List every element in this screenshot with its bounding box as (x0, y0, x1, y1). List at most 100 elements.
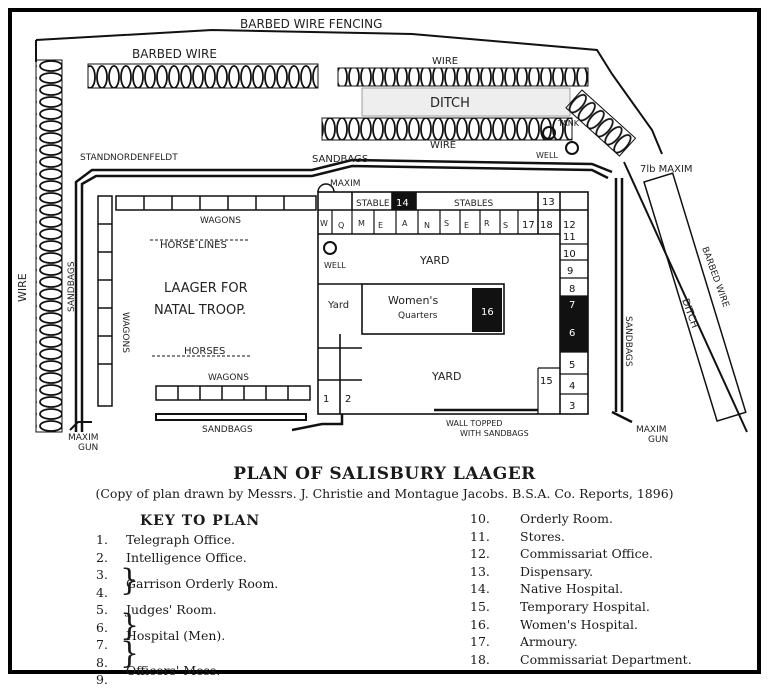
wagons-top (115, 195, 317, 211)
plan-title: PLAN OF SALISBURY LAAGER (233, 464, 536, 484)
laager-plan: BARBED WIRE FENCING BARBED WIRE WIRE DIT… (16, 17, 748, 453)
tank-icon (542, 126, 556, 140)
key-item-label: Intelligence Office. (126, 549, 247, 565)
label-barbed-wire: BARBED WIRE (132, 47, 217, 61)
room-number-12: 12 (563, 220, 576, 231)
sandbag-perimeter (74, 158, 633, 432)
store-letter: S (503, 221, 508, 230)
room-number-10: 10 (563, 249, 576, 260)
label-maxim-gun-right-2: GUN (648, 435, 668, 445)
room-number-8: 8 (569, 284, 575, 295)
key-item-label: Native Hospital. (520, 581, 624, 597)
key-item: 3. (96, 567, 126, 582)
label-ditch-right: DITCH (679, 297, 700, 330)
key-item: 9.Officers' Mess. (96, 663, 220, 687)
key-item-label: Garrison Orderly Room. (126, 575, 279, 591)
store-letter: E (464, 221, 469, 230)
label-sandbags-top: SANDBAGS (312, 154, 368, 165)
barbed-wire-coil-top-right (337, 67, 589, 87)
hospital-men-rooms (560, 296, 588, 352)
key-item: 15.Temporary Hospital. (470, 599, 650, 614)
key-item-label: Judges' Room. (126, 602, 217, 617)
room-number-14: 14 (396, 198, 409, 209)
label-stand: STAND (80, 153, 110, 163)
brace-8-9: } (120, 636, 140, 671)
key-item: 2. Intelligence Office. (96, 549, 247, 565)
label-yard-left: Yard (327, 300, 349, 311)
room-number-7: 7 (569, 300, 575, 311)
key-item-label: Temporary Hospital. (520, 599, 650, 614)
room-number-9: 9 (567, 266, 573, 277)
store-row (331, 210, 519, 234)
key-item-label: Orderly Room. (520, 511, 613, 526)
key-item: 12.Commissariat Office. (470, 546, 653, 561)
room-number-2: 2 (345, 394, 351, 405)
label-wagons-top: WAGONS (200, 216, 241, 226)
key-item-label: Officers' Mess. (126, 663, 221, 678)
label-yard-bottom: YARD (431, 370, 462, 383)
label-wagons-bottom: WAGONS (208, 373, 249, 383)
store-letter: W (320, 219, 328, 228)
wagons-bottom (155, 385, 311, 401)
label-horse-lines: HORSE LINES (160, 240, 227, 251)
room-number-3: 3 (569, 401, 575, 412)
label-sandbags-left: SANDBAGS (67, 261, 77, 312)
label-tank: TANK (557, 119, 580, 128)
label-sandbags-bottom: SANDBAGS (202, 425, 253, 435)
well-icon-mid (323, 241, 337, 255)
label-horses: HORSES (184, 346, 225, 357)
label-maxim-top: MAXIM (330, 179, 361, 189)
label-stable: STABLE (356, 199, 390, 209)
maxim-gun-left (69, 421, 92, 431)
key-item: 14.Native Hospital. (470, 581, 623, 596)
label-yard-top: YARD (419, 254, 450, 267)
key-item-label: Armoury. (520, 634, 578, 650)
key-item-number: 18. (470, 651, 490, 667)
key-item: 17.Armoury. (470, 634, 578, 649)
label-well-mid: WELL (324, 261, 346, 270)
key-item-label: Women's Hospital. (520, 616, 638, 632)
wagons-left (97, 195, 113, 407)
label-barbed-wire-fencing: BARBED WIRE FENCING (240, 17, 382, 31)
barbed-wire-coil-corner (565, 89, 637, 157)
key-item-number: 4. (96, 584, 108, 600)
native-hospital-room (392, 192, 416, 210)
key-item-label: Commissariat Department. (520, 651, 692, 667)
room-number-18: 18 (540, 220, 553, 231)
key-item: 4. Garrison Orderly Room. (96, 576, 278, 600)
key-item-number: 10. (470, 511, 490, 526)
room-number-6: 6 (569, 328, 575, 339)
store-letter: M (358, 219, 365, 228)
room-number-5: 5 (569, 360, 575, 371)
label-7lb-maxim: 7lb MAXIM (640, 164, 693, 175)
key-item: 16. Women's Hospital. (470, 616, 638, 632)
store-letter: Q (338, 221, 344, 230)
key-item-label: Telegraph Office. (126, 532, 236, 547)
key-item-label: Stores. (520, 528, 565, 544)
label-maxim-gun-left-2: GUN (78, 443, 98, 453)
key-item-number: 16. (470, 616, 490, 632)
womens-quarters-block (318, 283, 505, 414)
key-item: 11. Stores. (470, 528, 565, 544)
key-item: 13.Dispensary. (470, 564, 593, 579)
brace-6-7: } (120, 608, 140, 643)
brace-3-4: } (120, 563, 140, 598)
key-heading: KEY TO PLAN (140, 513, 261, 529)
key-item-number: 11. (470, 528, 490, 544)
label-wall-1: WALL TOPPED (446, 419, 502, 428)
key-item-number: 6. (96, 619, 108, 635)
key-item-label: Commissariat Office. (520, 546, 653, 562)
label-wire-left: WIRE (16, 273, 29, 302)
key-item-number: 1. (96, 532, 108, 547)
store-letter: S (444, 219, 449, 228)
label-wire-under-ditch: WIRE (430, 140, 456, 151)
label-womens-2: Quarters (398, 311, 438, 321)
sandbags-bottom (155, 413, 307, 421)
store-letter: E (378, 221, 383, 230)
label-stables: STABLES (454, 199, 494, 209)
key-item: 6. (96, 620, 126, 635)
key-item-number: 2. (96, 549, 108, 565)
plan-subtitle: (Copy of plan drawn by Messrs. J. Christ… (95, 486, 674, 501)
